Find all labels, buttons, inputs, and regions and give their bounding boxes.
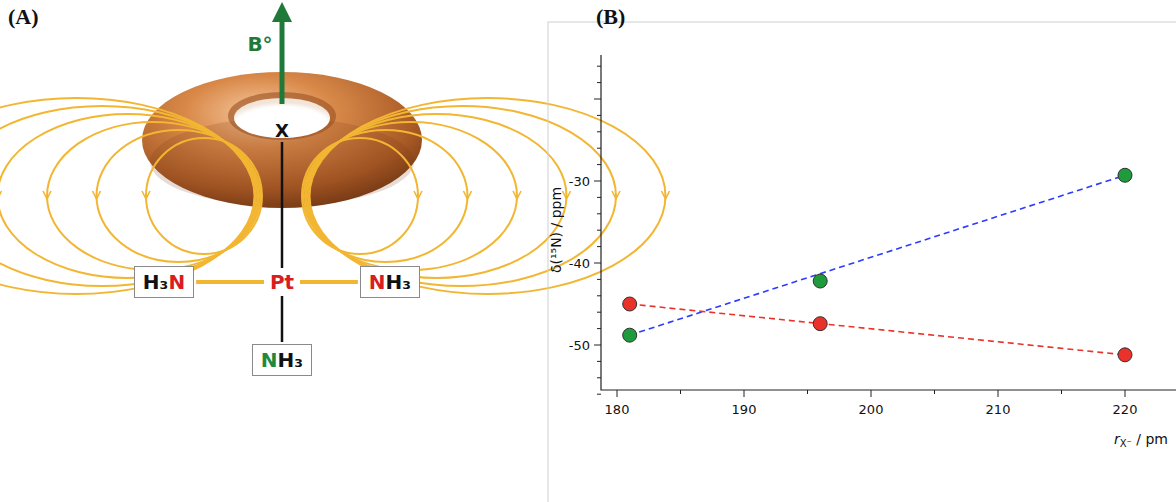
ligand-formula: H₃N [143, 270, 185, 294]
axis-tick [597, 328, 601, 329]
field-arrowhead [142, 191, 150, 199]
field-symbol: B° [247, 32, 272, 56]
field-line [0, 98, 255, 294]
ligand-box: H₃N [134, 266, 194, 298]
tick-label: 220 [1113, 402, 1138, 417]
axis-tick [1125, 390, 1126, 397]
formula-char: ₃ [160, 270, 169, 294]
axis-tick [597, 66, 601, 67]
axis-tick [1061, 390, 1062, 394]
formula-char: H [386, 270, 403, 294]
axis-tick [594, 99, 601, 100]
axis-line [601, 55, 1176, 390]
axis-tick [597, 115, 601, 116]
data-point [623, 328, 637, 342]
axis-tick [597, 279, 601, 280]
formula-char: H [143, 270, 160, 294]
axis-tick [597, 197, 601, 198]
field-line [307, 114, 567, 278]
bond-line [196, 280, 264, 284]
panel-letter: (A) [8, 4, 39, 30]
axis-tick [871, 390, 872, 397]
tick-label: 180 [605, 402, 630, 417]
data-point [1118, 348, 1132, 362]
field-line [146, 138, 262, 254]
field-line [0, 106, 256, 286]
tick-label: -50 [569, 338, 590, 353]
tick-label: -40 [569, 256, 590, 271]
axis-tick [998, 390, 999, 397]
field-line [302, 138, 418, 254]
axis-tick [597, 295, 601, 296]
bond-line [281, 296, 284, 342]
axis-title-part: / pm [1132, 431, 1168, 447]
axial-ligand: X [275, 120, 289, 141]
ligand-formula: NH₃ [369, 270, 411, 294]
axis-tick [617, 390, 618, 397]
data-point [623, 297, 637, 311]
ligand-box: NH₃ [252, 344, 312, 376]
tick-label: -30 [569, 174, 590, 189]
axis-tick [597, 131, 601, 132]
axis-tick [807, 390, 808, 394]
axis-title-part: r [1114, 431, 1120, 447]
axis-title: rX⁻ / pm [1114, 431, 1168, 449]
panel-letter: (B) [596, 4, 625, 30]
data-point [1118, 168, 1132, 182]
field-arrowhead [464, 191, 472, 199]
axis-tick [594, 263, 601, 264]
axis-tick [597, 377, 601, 378]
axis-tick [597, 312, 601, 313]
scatter-plot [594, 55, 1176, 397]
ligand-formula: NH₃ [261, 348, 303, 372]
field-arrowhead [612, 191, 620, 199]
field-line [0, 114, 258, 278]
field-arrowhead [93, 191, 101, 199]
axis-tick [680, 390, 681, 394]
formula-char: N [168, 270, 185, 294]
formula-char: H [278, 348, 295, 372]
formula-char: ₃ [294, 348, 303, 372]
axis-tick [597, 394, 601, 395]
tick-label: 200 [859, 402, 884, 417]
tick-label: 190 [732, 402, 757, 417]
field-arrowhead [43, 191, 51, 199]
field-line [310, 98, 666, 294]
axis-tick [594, 181, 601, 182]
tick-label: 210 [986, 402, 1011, 417]
field-arrowhead [414, 191, 422, 199]
field-arrowhead [662, 191, 670, 199]
bond-line [281, 142, 284, 268]
field-arrow [280, 12, 285, 104]
formula-char: N [369, 270, 386, 294]
axis-title-part: X⁻ [1120, 438, 1132, 449]
axis-tick [597, 213, 601, 214]
data-point [813, 274, 827, 288]
axis-tick [597, 361, 601, 362]
axis-title: δ(¹⁵N) / ppm [548, 187, 564, 273]
axis-tick [597, 230, 601, 231]
metal-symbol: Pt [270, 270, 294, 294]
field-lines [0, 98, 670, 294]
bond-lines [196, 142, 358, 342]
field-arrowhead [513, 191, 521, 199]
formula-char: N [261, 348, 278, 372]
axis-tick [597, 148, 601, 149]
axis-tick [597, 246, 601, 247]
axis-tick [744, 390, 745, 397]
axis-tick [597, 164, 601, 165]
axis-tick [934, 390, 935, 394]
axis-tick [597, 82, 601, 83]
field-arrowhead [0, 191, 2, 199]
axis-tick [594, 345, 601, 346]
data-point [813, 317, 827, 331]
field-line [308, 106, 616, 286]
bond-line [300, 280, 358, 284]
panel-frame [548, 22, 1176, 502]
ligand-box: NH₃ [360, 266, 420, 298]
fit-line [630, 304, 1125, 355]
formula-char: ₃ [402, 270, 411, 294]
